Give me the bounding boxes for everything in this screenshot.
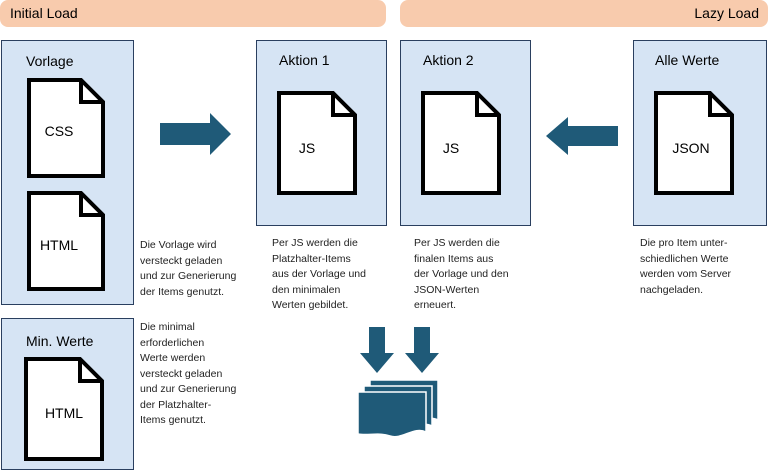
json-document-label: JSON bbox=[672, 140, 710, 156]
aktion-1-panel: Aktion 1 JS bbox=[256, 40, 387, 226]
min-werte-html-document-icon bbox=[24, 357, 104, 461]
arrow-down-right-icon bbox=[405, 327, 439, 373]
aktion-2-js-label: JS bbox=[442, 140, 460, 156]
min-werte-title: Min. Werte bbox=[26, 333, 94, 349]
vorlage-panel: Vorlage CSS HTML bbox=[1, 40, 134, 305]
min-werte-panel: Min. Werte HTML bbox=[1, 318, 134, 470]
arrow-left-icon bbox=[546, 117, 618, 155]
multi-document-icon bbox=[356, 378, 440, 442]
arrow-right-icon bbox=[160, 113, 232, 155]
lazy-load-banner: Lazy Load bbox=[400, 0, 768, 27]
min-werte-html-label: HTML bbox=[44, 405, 84, 421]
alle-werte-title: Alle Werte bbox=[655, 52, 720, 68]
alle-werte-description: Die pro Item unter- schiedlichen Werte w… bbox=[640, 237, 732, 296]
html-document-label: HTML bbox=[39, 237, 79, 253]
json-document-icon bbox=[654, 91, 734, 195]
alle-werte-panel: Alle Werte JSON bbox=[633, 40, 767, 226]
aktion-2-description: Per JS werden die finalen Items aus der … bbox=[414, 237, 509, 311]
aktion-1-title: Aktion 1 bbox=[279, 52, 330, 68]
vorlage-title: Vorlage bbox=[26, 53, 74, 69]
aktion-2-panel: Aktion 2 JS bbox=[400, 40, 531, 226]
vorlage-description: Die Vorlage wird versteckt geladen und z… bbox=[140, 239, 237, 298]
min-werte-description: Die minimal erforderlichen Werte werden … bbox=[140, 321, 237, 426]
aktion-2-title: Aktion 2 bbox=[423, 52, 474, 68]
aktion-1-js-document-icon bbox=[277, 91, 357, 195]
aktion-1-js-label: JS bbox=[298, 140, 316, 156]
html-document-icon bbox=[27, 191, 105, 291]
initial-load-banner: Initial Load bbox=[0, 0, 386, 27]
css-document-icon bbox=[27, 78, 105, 178]
css-document-label: CSS bbox=[44, 123, 74, 139]
aktion-2-js-document-icon bbox=[421, 91, 501, 195]
aktion-1-description: Per JS werden die Platzhalter-Items aus … bbox=[272, 237, 366, 311]
arrow-down-left-icon bbox=[360, 327, 394, 373]
